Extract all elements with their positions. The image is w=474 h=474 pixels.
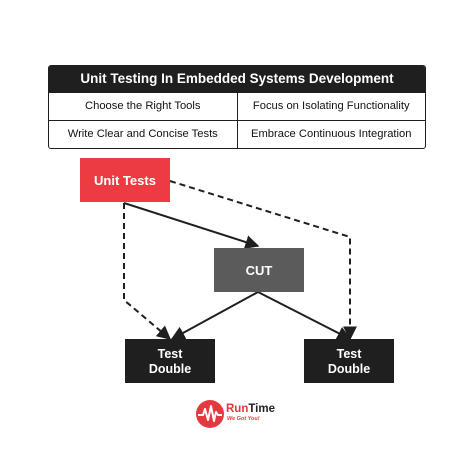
table-cell: Choose the Right Tools — [85, 100, 201, 112]
principles-table: Unit Testing In Embedded Systems Develop… — [48, 65, 426, 149]
cut-node: CUT — [214, 248, 304, 292]
test-double-right-node: Test Double — [304, 339, 394, 383]
unit-tests-label: Unit Tests — [94, 173, 156, 188]
unit-tests-node: Unit Tests — [80, 158, 170, 202]
arrow-unit-tests-to-cut — [123, 202, 260, 249]
logo-tagline: We Got You! — [227, 416, 260, 422]
table-cell: Focus on Isolating Functionality — [236, 93, 426, 120]
test-double-left-node: Test Double — [125, 339, 215, 383]
pulse-logo-icon — [196, 400, 224, 428]
arrow-cut-to-right-double — [257, 291, 352, 340]
table-title: Unit Testing In Embedded Systems Develop… — [49, 66, 425, 92]
cut-label: CUT — [246, 263, 273, 278]
table-row: Choose the Right Tools Focus on Isolatin… — [49, 92, 425, 120]
test-double-left-line2: Double — [149, 362, 191, 376]
runtime-logo: RunTime We Got You! — [195, 397, 285, 431]
logo-name: RunTime — [226, 403, 275, 415]
table-row: Write Clear and Concise Tests Embrace Co… — [49, 120, 425, 148]
test-double-right-line1: Test — [337, 347, 363, 361]
test-double-right-line2: Double — [328, 362, 370, 376]
table-cell: Write Clear and Concise Tests — [67, 128, 218, 140]
arrow-cut-to-left-double — [170, 291, 259, 340]
dashed-arrow-unit-tests-to-left-double — [123, 203, 172, 340]
table-cell: Embrace Continuous Integration — [236, 121, 426, 148]
dashed-arrow-unit-tests-to-right-double — [169, 180, 357, 341]
test-double-left-line1: Test — [158, 347, 184, 361]
